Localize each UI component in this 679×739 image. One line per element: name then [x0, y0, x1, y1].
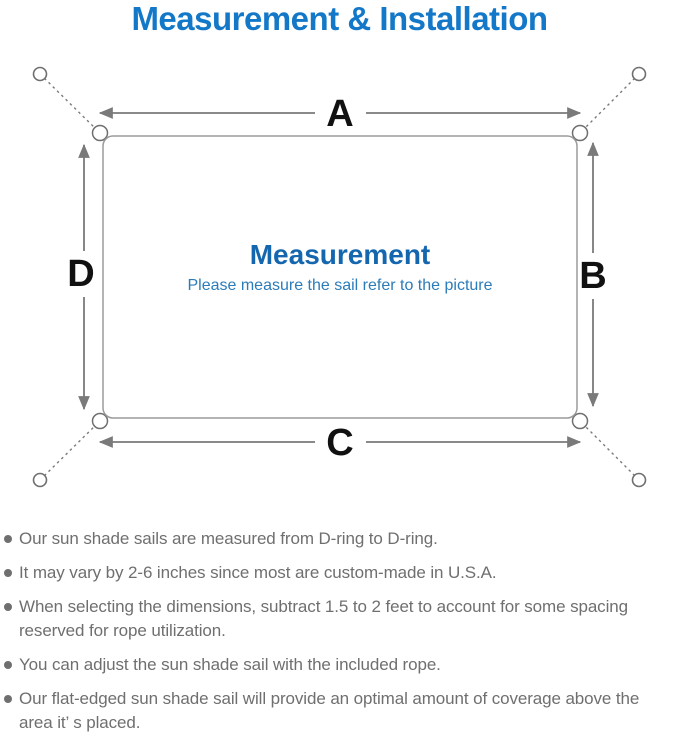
anchor-ring-top-right — [631, 66, 647, 82]
sail-rectangle — [102, 135, 578, 419]
note-text: Our sun shade sails are measured from D-… — [19, 529, 438, 548]
d-ring-top-left — [91, 124, 109, 142]
guy-line-bottom-right — [579, 420, 640, 481]
note-text: You can adjust the sun shade sail with t… — [19, 655, 441, 674]
list-item: You can adjust the sun shade sail with t… — [4, 653, 673, 677]
d-ring-bottom-right — [571, 412, 589, 430]
dimension-label-c: C — [326, 422, 353, 464]
dimension-label-d: D — [67, 253, 94, 295]
guy-line-top-right — [579, 73, 640, 134]
list-item: When selecting the dimensions, subtract … — [4, 595, 673, 643]
anchor-ring-top-left — [32, 66, 48, 82]
list-item: It may vary by 2-6 inches since most are… — [4, 561, 673, 585]
dimension-label-a: A — [326, 93, 353, 135]
d-ring-top-right — [571, 124, 589, 142]
anchor-ring-bottom-left — [32, 472, 48, 488]
bullet-dot-icon — [4, 569, 12, 577]
measurement-heading: Measurement — [250, 239, 431, 270]
guy-line-bottom-left — [39, 420, 101, 481]
bullet-dot-icon — [4, 661, 12, 669]
sail-measurement-diagram: A C D B Measurement Please measure the s… — [32, 66, 647, 488]
dimension-label-b: B — [579, 255, 606, 297]
list-item: Our sun shade sails are measured from D-… — [4, 527, 673, 551]
d-ring-bottom-left — [91, 412, 109, 430]
measurement-subtitle: Please measure the sail refer to the pic… — [187, 277, 492, 294]
notes-list: Our sun shade sails are measured from D-… — [0, 527, 679, 735]
note-text: When selecting the dimensions, subtract … — [19, 597, 628, 640]
page-title: Measurement & Installation — [131, 0, 548, 37]
list-item: Our flat-edged sun shade sail will provi… — [4, 687, 673, 735]
anchor-ring-bottom-right — [631, 472, 647, 488]
bullet-dot-icon — [4, 535, 12, 543]
note-text: Our flat-edged sun shade sail will provi… — [19, 689, 640, 732]
guy-line-top-left — [39, 73, 101, 134]
note-text: It may vary by 2-6 inches since most are… — [19, 563, 497, 582]
bullet-dot-icon — [4, 603, 12, 611]
bullet-dot-icon — [4, 695, 12, 703]
